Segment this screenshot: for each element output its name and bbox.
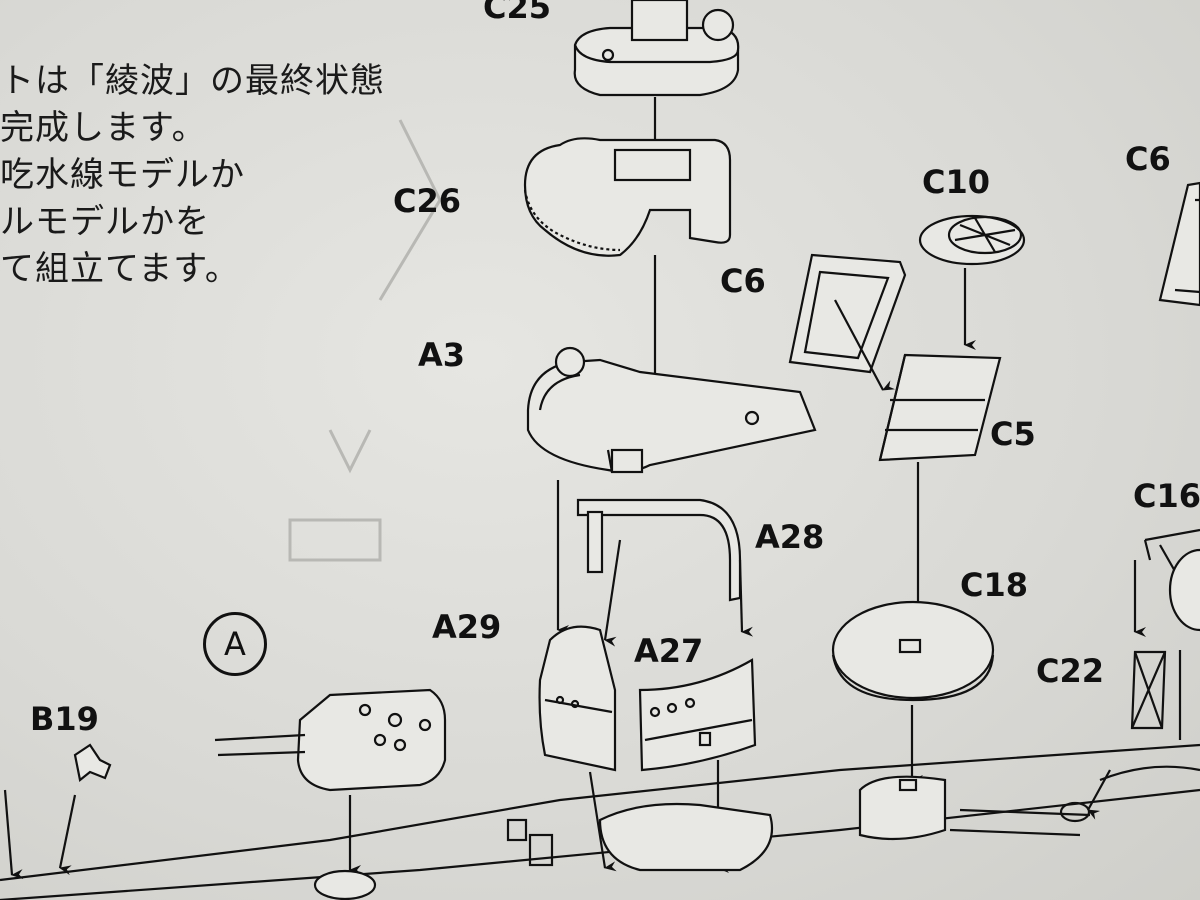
label-a3: A3 (418, 336, 466, 374)
part-a3-drawing (526, 346, 817, 474)
part-hull-drawing (0, 743, 1200, 900)
part-c16-drawing (1143, 528, 1200, 632)
instruction-text: トは「綾波」の最終状態 完成します。 吃水線モデルか ルモデルかを て組立てます… (0, 58, 385, 293)
label-c22: C22 (1036, 652, 1105, 690)
label-c10: C10 (922, 163, 991, 201)
part-a28-drawing (576, 498, 742, 602)
part-c25-drawing (573, 0, 740, 97)
label-c6: C6 (720, 262, 766, 300)
label-c26: C26 (393, 182, 462, 220)
label-a27: A27 (634, 632, 704, 670)
label-a28: A28 (755, 518, 825, 556)
instruction-line: 完成します。 (0, 108, 207, 148)
instruction-line: ルモデルかを (0, 202, 210, 242)
part-b19-drawing (73, 743, 112, 782)
label-c16: C16 (1133, 477, 1200, 515)
instruction-line: 吃水線モデルか (0, 155, 245, 195)
label-a29: A29 (432, 608, 502, 646)
label-c6-upper: C6 (1125, 140, 1171, 178)
part-turret-drawing (214, 688, 447, 792)
instruction-line: て組立てます。 (0, 249, 240, 289)
label-b19: B19 (30, 700, 99, 738)
part-c6-drawing (788, 253, 907, 374)
part-c18-drawing (831, 600, 995, 702)
part-c10-drawing (918, 214, 1026, 266)
step-marker-text: A (224, 625, 246, 663)
label-c18: C18 (960, 566, 1029, 604)
label-c5: C5 (990, 415, 1036, 453)
part-c5-drawing (878, 353, 1002, 462)
part-a29-drawing (538, 625, 617, 772)
label-c25: C25 (483, 0, 552, 26)
part-c6-right-drawing (1158, 181, 1200, 307)
instruction-line: トは「綾波」の最終状態 (0, 61, 385, 101)
part-a27-drawing (638, 658, 757, 772)
part-c26-drawing (523, 137, 732, 257)
part-c22-drawing (1130, 650, 1182, 740)
step-marker: A (203, 612, 267, 676)
